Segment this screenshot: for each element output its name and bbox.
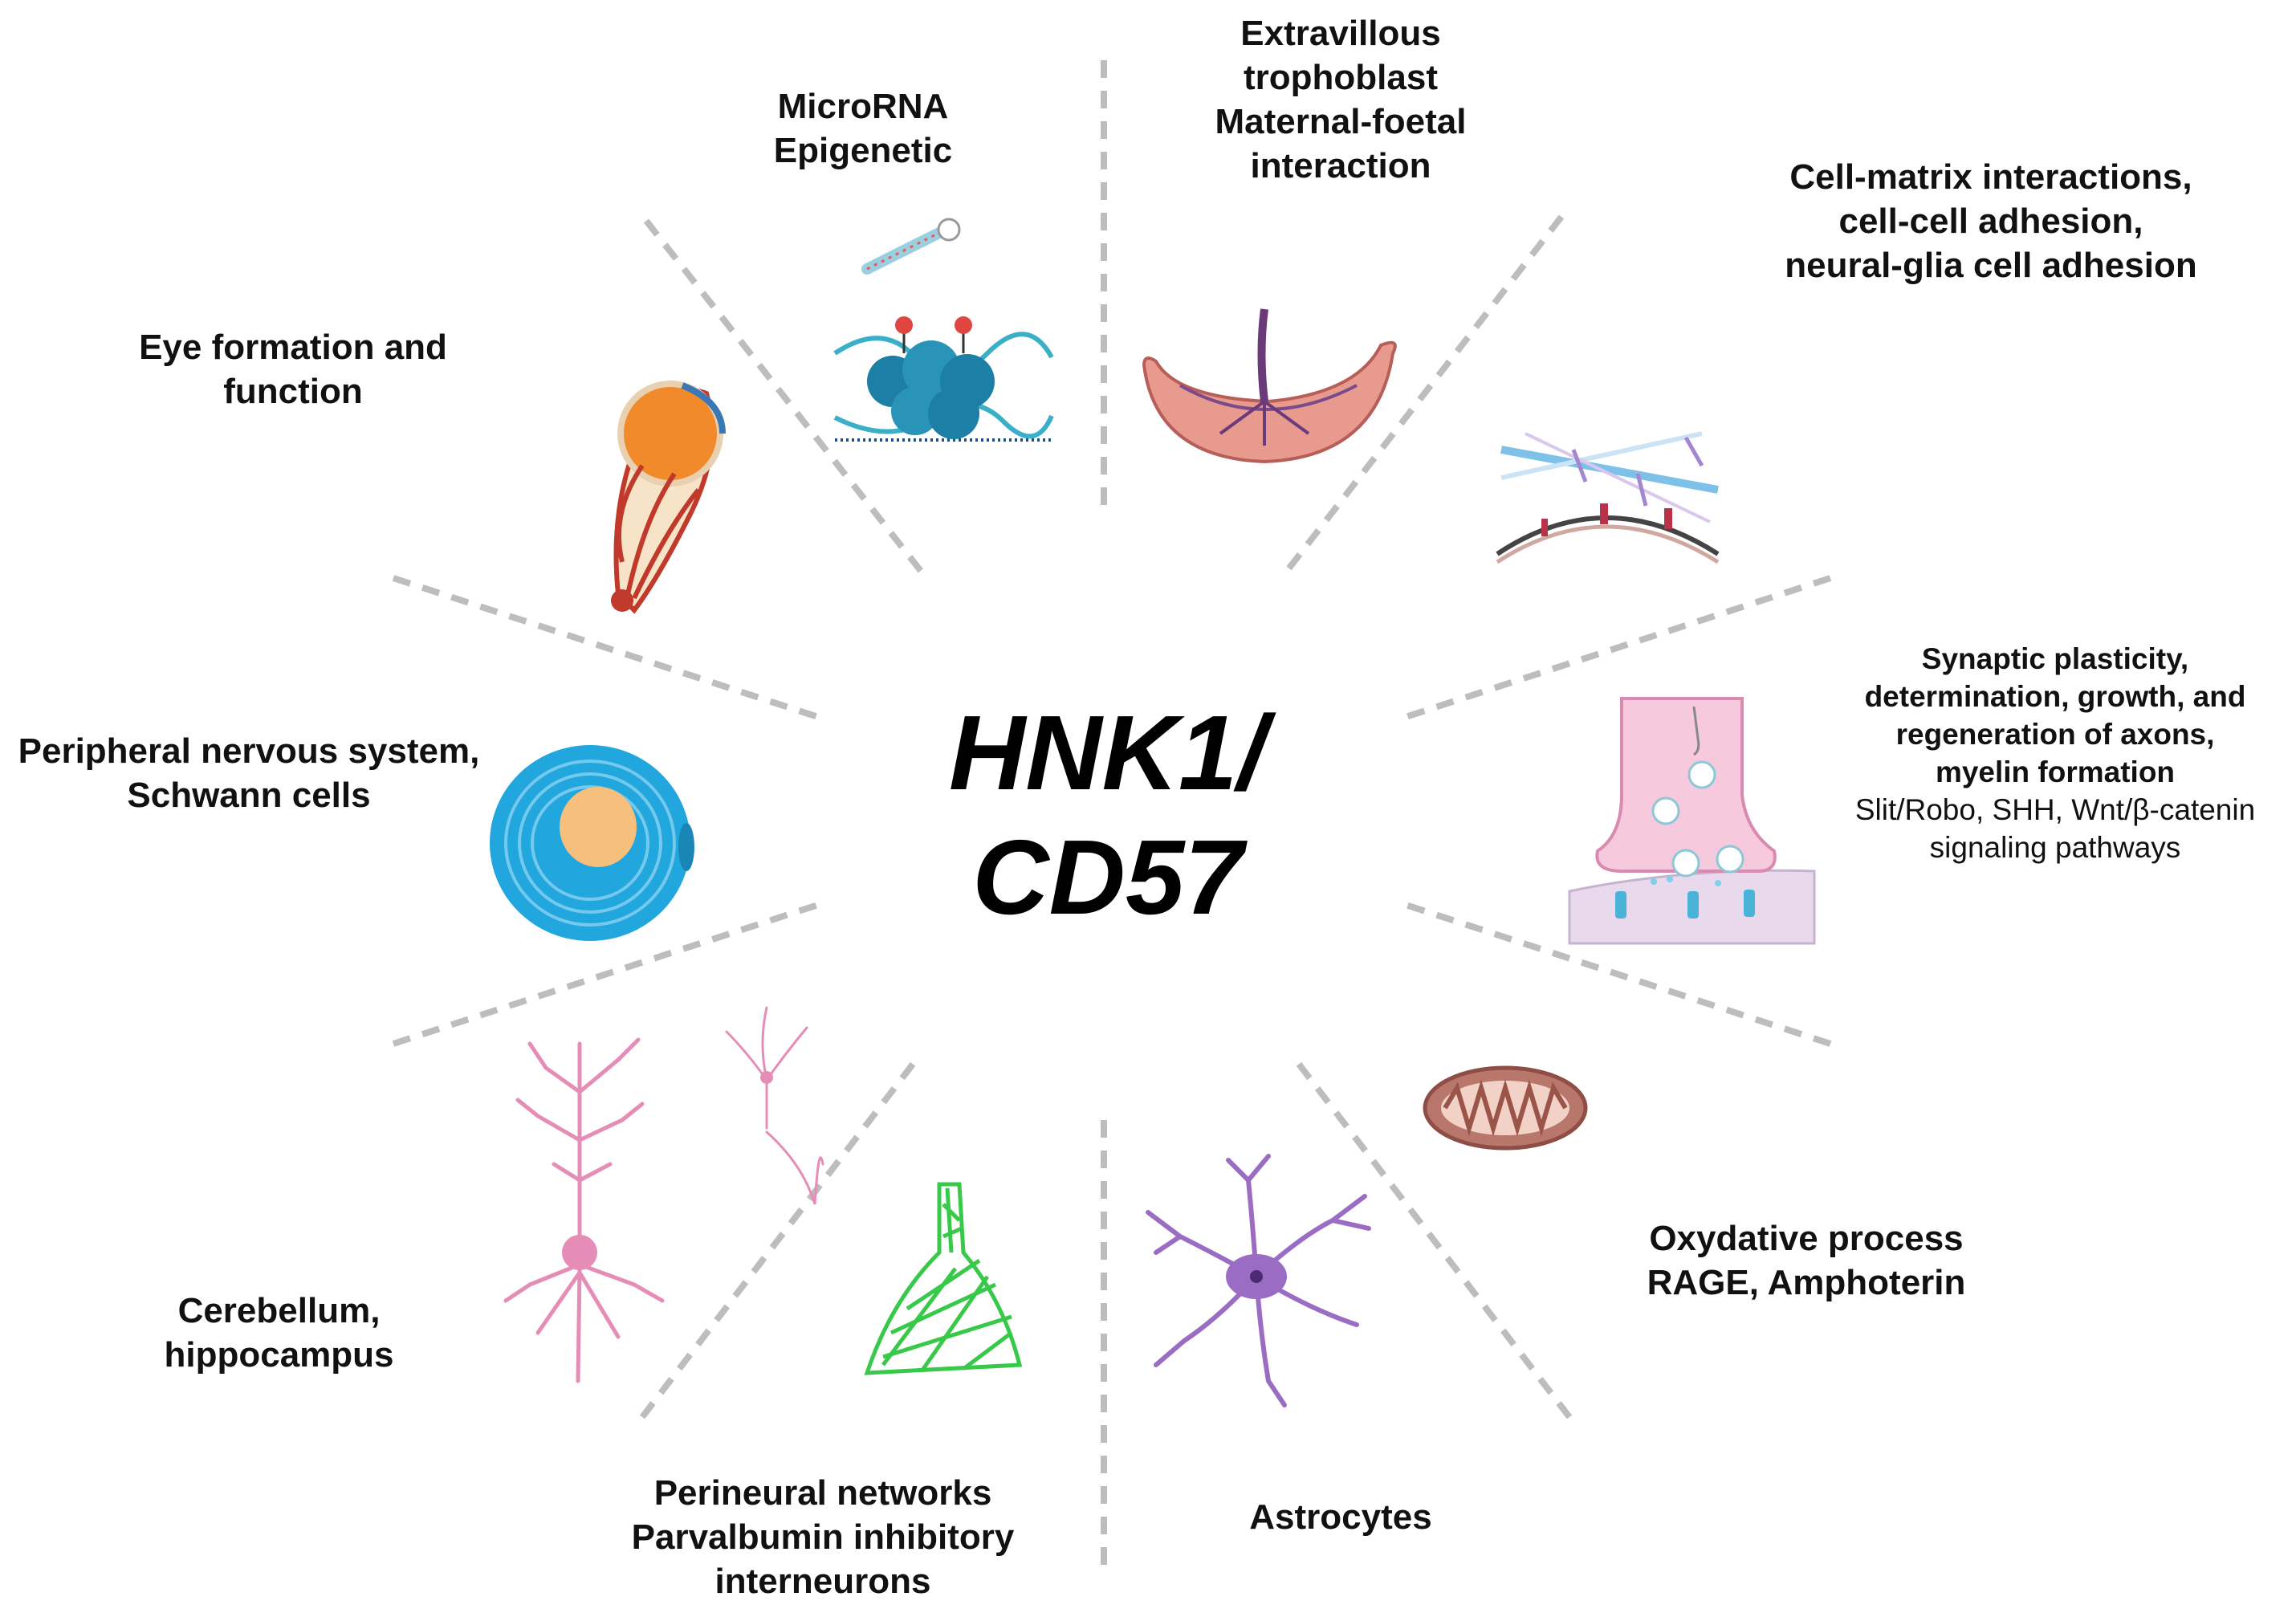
label-microrna-line-1: MicroRNA: [777, 87, 949, 126]
astrocyte-icon: [1146, 1154, 1371, 1407]
label-trophoblast-line-1: Extravillous: [1240, 14, 1441, 53]
label-astrocytes: Astrocytes: [1212, 1495, 1469, 1539]
label-trophoblast-line-3: Maternal-foetal: [1215, 102, 1467, 141]
neuron-icon: [503, 1006, 824, 1383]
extracellular-matrix-icon: [1496, 431, 1720, 564]
label-peripheral-line-2: Schwann cells: [127, 776, 371, 815]
label-microrna-line-2: Epigenetic: [773, 131, 953, 170]
label-peripheral: Peripheral nervous system, Schwann cells: [4, 729, 494, 817]
label-trophoblast: Extravillous trophoblast Maternal-foetal…: [1140, 11, 1541, 188]
label-microrna: MicroRNA Epigenetic: [727, 84, 999, 173]
divider-lines: [392, 60, 1832, 1578]
label-perineural: Perineural networks Parvalbumin inhibito…: [610, 1471, 1036, 1603]
label-astrocytes-line-1: Astrocytes: [1249, 1497, 1432, 1537]
center-title: HNK1/ CD57: [907, 690, 1309, 939]
label-perineural-line-3: interneurons: [714, 1562, 931, 1601]
perineuronal-net-icon: [864, 1182, 1023, 1375]
label-cerebellum-line-1: Cerebellum,: [177, 1291, 381, 1330]
label-cerebellum: Cerebellum, hippocampus: [136, 1289, 421, 1377]
label-synaptic: Synaptic plasticity, determination, grow…: [1822, 640, 2288, 866]
eye-icon: [611, 381, 726, 614]
label-synaptic-pathways-line-2: signaling pathways: [1929, 831, 2181, 864]
label-perineural-line-1: Perineural networks: [653, 1473, 992, 1513]
label-cell-matrix-line-1: Cell-matrix interactions,: [1789, 157, 2192, 197]
center-title-line-2: CD57: [972, 818, 1244, 936]
dna-nucleosome-icon: [833, 218, 1054, 442]
label-synaptic-pathways-line-1: Slit/Robo, SHH, Wnt/β-catenin: [1854, 793, 2256, 826]
label-peripheral-line-1: Peripheral nervous system,: [18, 731, 480, 771]
label-eye-line-2: function: [223, 372, 363, 411]
mitochondrion-icon: [1423, 1065, 1588, 1151]
label-perineural-line-2: Parvalbumin inhibitory: [631, 1517, 1015, 1557]
synapse-icon: [1568, 697, 1816, 945]
label-oxidative: Oxydative process RAGE, Amphoterin: [1630, 1216, 1983, 1305]
label-eye-line-1: Eye formation and: [139, 328, 447, 367]
myelin-sheath-icon: [490, 745, 694, 941]
label-cell-matrix: Cell-matrix interactions, cell-cell adhe…: [1710, 155, 2272, 287]
label-synaptic-line-4: myelin formation: [1935, 756, 2176, 788]
label-synaptic-line-2: determination, growth, and: [1864, 680, 2246, 713]
label-cell-matrix-line-3: neural-glia cell adhesion: [1785, 246, 2197, 285]
label-synaptic-line-3: regeneration of axons,: [1895, 718, 2215, 751]
label-oxidative-line-1: Oxydative process: [1649, 1219, 1964, 1258]
label-trophoblast-line-2: trophoblast: [1244, 58, 1438, 97]
label-synaptic-line-1: Synaptic plasticity,: [1921, 642, 2189, 675]
label-cerebellum-line-2: hippocampus: [164, 1335, 394, 1375]
center-title-line-1: HNK1/: [948, 694, 1268, 812]
label-cell-matrix-line-2: cell-cell adhesion,: [1838, 202, 2143, 241]
label-eye: Eye formation and function: [96, 325, 490, 413]
label-oxidative-line-2: RAGE, Amphoterin: [1647, 1263, 1966, 1302]
placenta-icon: [1142, 308, 1397, 464]
label-trophoblast-line-4: interaction: [1250, 146, 1431, 185]
